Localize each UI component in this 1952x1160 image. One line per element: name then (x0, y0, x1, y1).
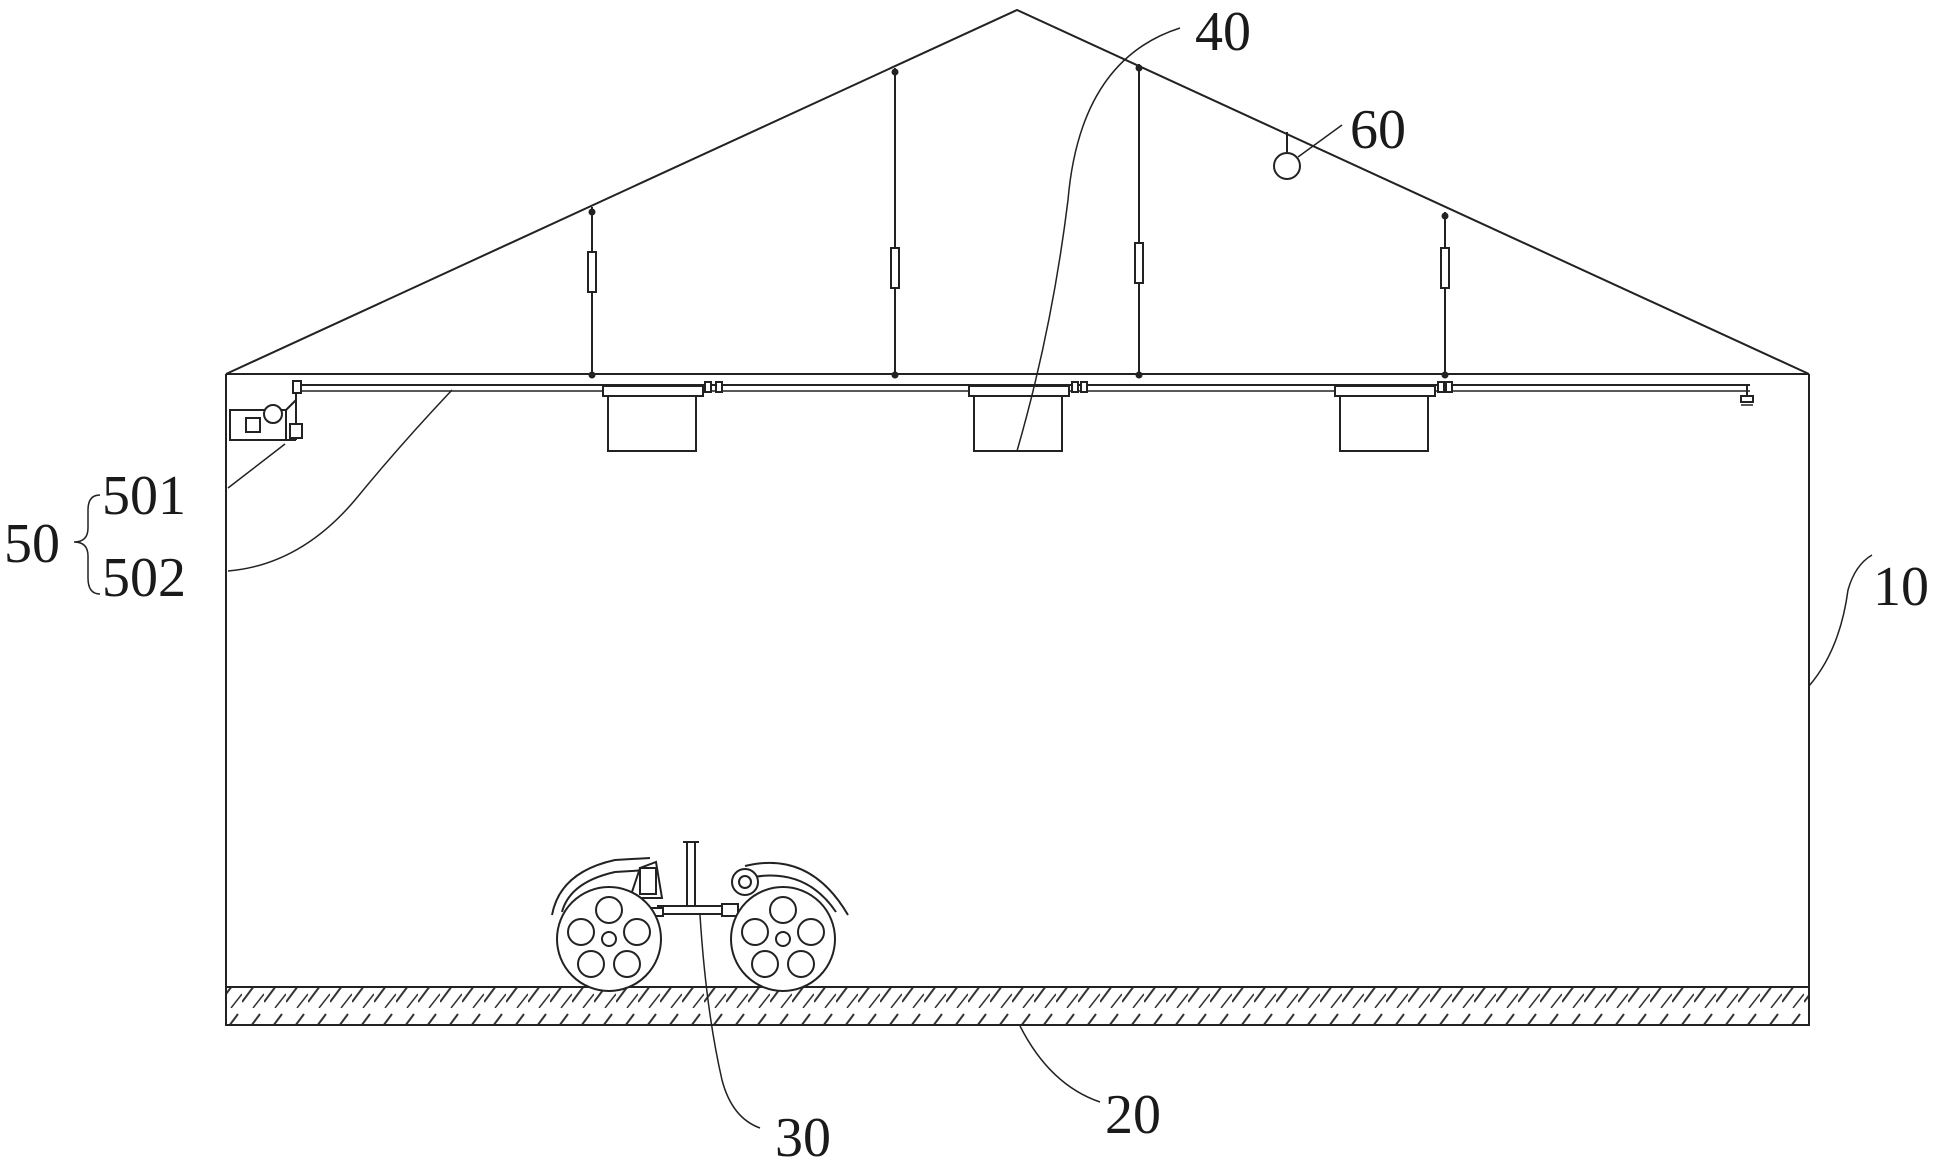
leader-lines (227, 27, 1873, 1129)
label-30: 30 (775, 1107, 831, 1160)
drive-motor (229, 392, 303, 441)
suspended-lamps (602, 385, 1436, 452)
label-50: 50 (4, 513, 60, 575)
hanger-rods (587, 64, 1450, 379)
lamp-unit (602, 385, 704, 452)
label-20: 20 (1105, 1084, 1161, 1146)
label-501: 501 (102, 465, 186, 527)
lamp-unit (968, 385, 1070, 452)
label-60: 60 (1350, 99, 1406, 161)
floor (225, 986, 1810, 1026)
label-40: 40 (1195, 1, 1251, 63)
sensor (1273, 132, 1301, 180)
inspection-robot (551, 841, 849, 992)
lamp-unit (1334, 385, 1436, 452)
hanger-rod (1440, 212, 1450, 379)
brace (73, 494, 101, 595)
label-502: 502 (102, 547, 186, 609)
reference-numerals: 10 20 30 40 60 50 501 502 (4, 1, 1929, 1160)
hanger-rod (1134, 64, 1144, 379)
hanger-rod (587, 207, 597, 379)
label-10: 10 (1873, 556, 1929, 618)
hanger-rod (890, 68, 900, 379)
building-structure (225, 8, 1810, 1025)
